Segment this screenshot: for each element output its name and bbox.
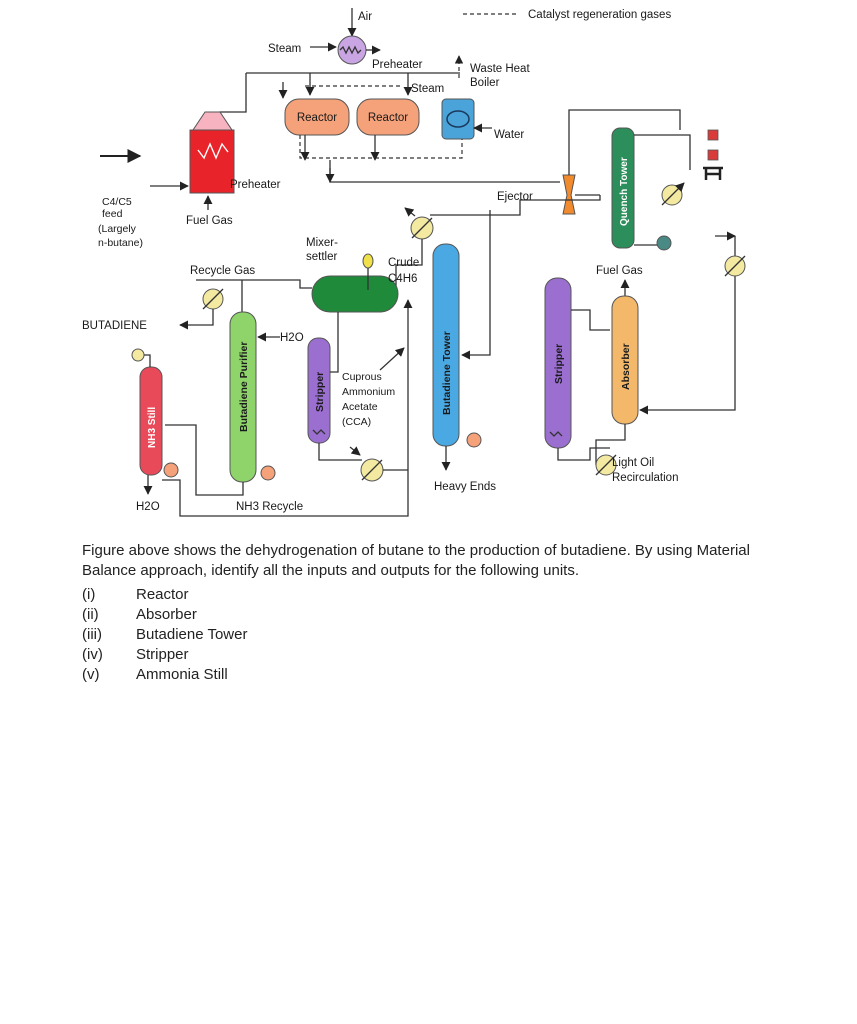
feed-label-1: C4/C5 [102,196,132,208]
item-number: (iii) [82,626,102,643]
item-label: Butadiene Tower [136,626,248,643]
preheater-top-label: Preheater [372,59,423,71]
nh3-recycle-label: NH3 Recycle [236,501,303,513]
feed-label-3: (Largely [98,223,137,235]
stripper-right-label: Stripper [553,344,565,384]
quench-tower-label: Quench Tower [619,157,630,226]
air-preheater [337,35,367,65]
item-label: Stripper [136,646,189,663]
mixer-label-1: Mixer- [306,237,338,249]
steam-mid-label: Steam [411,83,444,95]
waste-heat-label: Waste Heat [470,63,530,75]
feed-label-2: feed [102,208,123,220]
item-number: (i) [82,586,96,603]
cca-label-2: Ammonium [342,386,395,398]
reactor-1 [284,98,350,136]
item-label: Reactor [136,586,189,603]
question-text: Figure above shows the dehydrogenation o… [82,542,750,579]
recycle-gas-label: Recycle Gas [190,265,255,277]
butadiene-label: BUTADIENE [82,320,147,332]
list-item: (v) Ammonia Still [82,665,772,685]
item-number: (ii) [82,606,99,623]
h2o-purifier-label: H2O [280,332,304,344]
reactor-2-label: Reactor [368,112,408,124]
fuel-gas-left-label: Fuel Gas [186,215,233,227]
item-number: (iv) [82,646,103,663]
air-label: Air [358,11,372,23]
nh3-still [139,366,163,476]
item-label: Absorber [136,606,197,623]
reactor-2 [356,98,420,136]
list-item: (ii) Absorber [82,605,772,625]
butadiene-tower-label: Butadiene Tower [441,331,453,415]
fuel-gas-right-label: Fuel Gas [596,265,643,277]
preheater-left-label: Preheater [230,179,281,191]
list-item: (i) Reactor [82,585,772,605]
list-item: (iii) Butadiene Tower [82,625,772,645]
crude-label-1: Crude [388,257,419,269]
crude-label-2: C4H6 [388,273,417,285]
legend-label: Catalyst regeneration gases [528,9,671,21]
item-number: (v) [82,666,100,683]
cca-label-4: (CCA) [342,416,371,428]
feed-label-4: n-butane) [98,237,143,249]
preheater-coil [339,45,362,55]
light-oil-label-2: Recirculation [612,472,678,484]
absorber-label: Absorber [620,343,632,390]
quench-pump [656,235,672,251]
water-label: Water [494,129,524,141]
legend: Catalyst regeneration gases [463,9,671,21]
cca-label-1: Cuprous [342,371,382,383]
reactor-1-label: Reactor [297,112,337,124]
boiler-label: Boiler [470,77,500,89]
list-item: (iv) Stripper [82,645,772,665]
light-oil-label-1: Light Oil [612,457,654,469]
butadiene-purifier-label: Butadiene Purifier [238,342,250,432]
question-block: Figure above shows the dehydrogenation o… [82,541,772,685]
item-label: Ammonia Still [136,666,228,683]
waste-heat-boiler [441,98,475,140]
ejector-label: Ejector [497,191,533,203]
quench-tower [611,127,635,249]
process-flow-diagram: Catalyst regeneration gases Air Steam Pr… [82,8,746,517]
h2o-bottom-label: H2O [136,501,160,513]
stripper-left-label: Stripper [314,372,326,412]
cca-label-3: Acetate [342,401,378,413]
mixer-label-2: settler [306,251,337,263]
feed-preheater-furnace [189,129,235,194]
heavy-ends-label: Heavy Ends [434,481,496,493]
ejector [562,174,576,215]
mixer-settler [311,275,399,313]
nh3-still-label: NH3 Still [147,407,158,448]
steam-top-label: Steam [268,43,301,55]
